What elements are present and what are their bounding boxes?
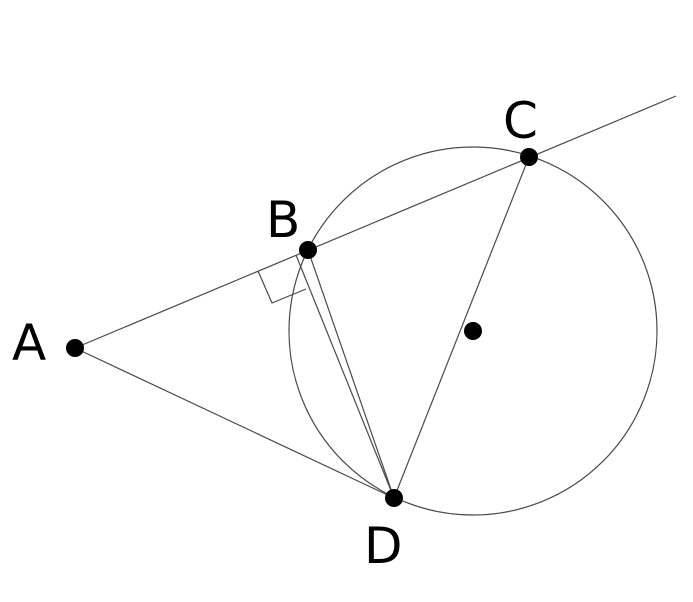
point-center xyxy=(464,322,482,340)
point-a xyxy=(66,339,84,357)
secant-line-abc xyxy=(74,95,677,349)
label-c: C xyxy=(503,92,538,150)
label-a: A xyxy=(12,314,46,372)
segment-bd xyxy=(307,249,395,499)
label-d: D xyxy=(364,517,403,575)
right-angle-marker xyxy=(257,270,307,304)
point-b xyxy=(299,241,317,259)
circle xyxy=(288,146,658,516)
perpendicular-from-d xyxy=(295,254,395,499)
label-b: B xyxy=(266,191,300,249)
point-d xyxy=(385,489,403,507)
point-c xyxy=(520,148,538,166)
segment-cd xyxy=(393,156,530,499)
segment-ad xyxy=(74,347,395,499)
